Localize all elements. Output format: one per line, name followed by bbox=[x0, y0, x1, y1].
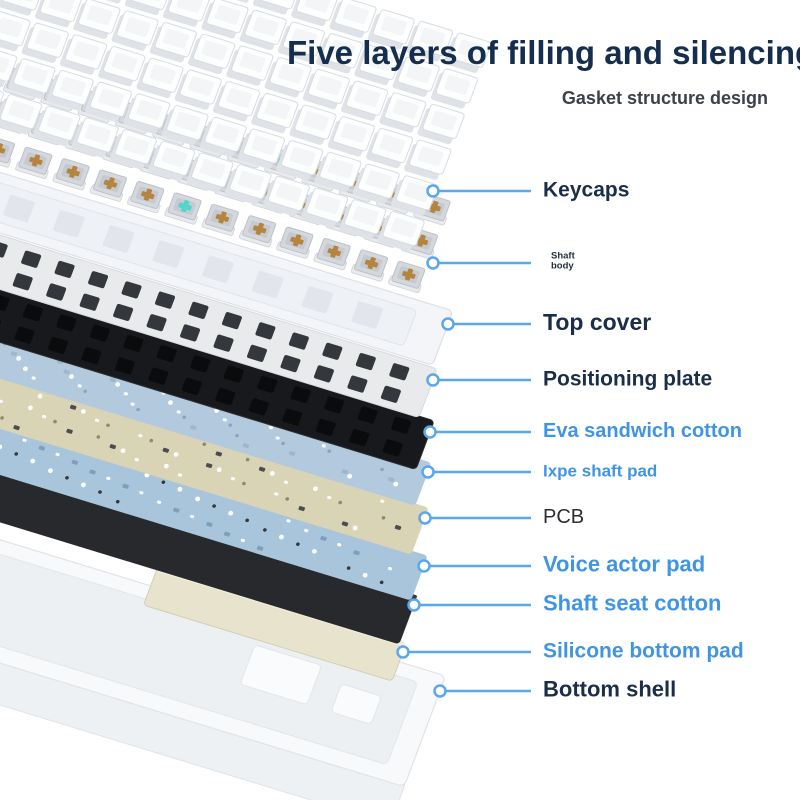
layer-top-cover bbox=[0, 133, 453, 365]
callout-silicone-bottom-pad bbox=[396, 645, 531, 659]
label-ixpe-shaft-pad: Ixpe shaft pad bbox=[543, 461, 658, 481]
page-subtitle: Gasket structure design bbox=[561, 88, 768, 108]
layer-positioning-plate bbox=[0, 199, 437, 418]
layer-eva-sandwich-cotton bbox=[0, 253, 434, 470]
callout-dot-eva-sandwich-cotton bbox=[423, 425, 437, 439]
label-keycaps: Keycaps bbox=[543, 178, 630, 202]
label-silicone-bottom-pad: Silicone bottom pad bbox=[543, 639, 744, 663]
label-top-cover: Top cover bbox=[543, 309, 652, 336]
callout-dot-shaft-body bbox=[426, 256, 440, 270]
callout-pcb bbox=[418, 511, 531, 525]
label-positioning-plate: Positioning plate bbox=[543, 367, 713, 391]
callout-positioning-plate bbox=[426, 373, 531, 387]
callout-dot-positioning-plate bbox=[426, 373, 440, 387]
callout-shaft-seat-cotton bbox=[407, 598, 531, 612]
layer-ixpe-shaft-pad bbox=[0, 296, 431, 505]
callout-dot-bottom-shell bbox=[433, 684, 447, 698]
layer-keycaps bbox=[0, 0, 492, 252]
callout-dot-voice-actor-pad bbox=[417, 559, 431, 573]
callout-dot-pcb bbox=[418, 511, 432, 525]
callout-shaft-body bbox=[426, 256, 531, 270]
label-pcb: PCB bbox=[543, 505, 585, 528]
label-voice-actor-pad: Voice actor pad bbox=[543, 551, 706, 577]
callout-eva-sandwich-cotton bbox=[423, 425, 531, 439]
callout-ixpe-shaft-pad bbox=[421, 465, 531, 479]
label-bottom-shell: Bottom shell bbox=[543, 676, 677, 702]
callout-top-cover bbox=[441, 317, 531, 331]
callout-bottom-shell bbox=[433, 684, 531, 698]
callout-voice-actor-pad bbox=[417, 559, 531, 573]
callout-dot-top-cover bbox=[441, 317, 455, 331]
callout-dot-ixpe-shaft-pad bbox=[421, 465, 435, 479]
label-shaft-body: Shaft body bbox=[551, 250, 575, 273]
layer-pcb bbox=[0, 343, 428, 554]
layer-bottom-shell bbox=[0, 501, 445, 800]
label-shaft-seat-cotton: Shaft seat cotton bbox=[543, 590, 722, 616]
callout-dot-silicone-bottom-pad bbox=[396, 645, 410, 659]
callout-dot-shaft-seat-cotton bbox=[407, 598, 421, 612]
page-title: Five layers of filling and silencing bbox=[287, 34, 800, 71]
callout-keycaps bbox=[426, 184, 531, 198]
callout-dot-keycaps bbox=[426, 184, 440, 198]
label-eva-sandwich-cotton: Eva sandwich cotton bbox=[543, 419, 742, 442]
